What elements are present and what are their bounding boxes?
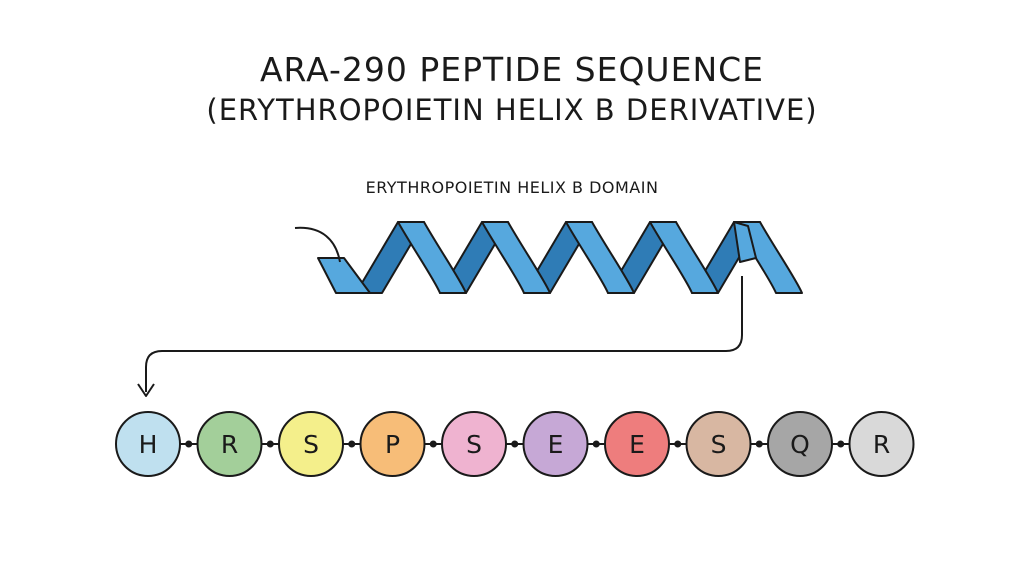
helix-to-sequence-connector bbox=[145, 276, 743, 392]
helix-ribbon bbox=[317, 221, 803, 294]
amino-acid-residue: S bbox=[278, 411, 344, 477]
residue-letter: R bbox=[873, 430, 890, 459]
page-title: ARA-290 PEPTIDE SEQUENCE bbox=[259, 50, 765, 89]
amino-acid-residue: R bbox=[848, 411, 915, 477]
amino-acid-residue: H bbox=[115, 411, 181, 477]
residue-letter: S bbox=[303, 430, 319, 459]
peptide-bond-dot bbox=[348, 440, 356, 448]
amino-acid-residue: R bbox=[196, 411, 263, 477]
residue-letter: E bbox=[629, 430, 645, 459]
residue-circle bbox=[685, 411, 752, 477]
peptide-bond-dot bbox=[592, 440, 600, 448]
helix-front-strand bbox=[649, 221, 719, 294]
residue-circle bbox=[115, 411, 181, 477]
amino-acid-residue: E bbox=[522, 411, 589, 477]
helix-start-cap bbox=[317, 257, 371, 294]
helix-end-cap bbox=[733, 221, 757, 263]
helix-domain-label: ERYTHROPOIETIN HELIX B DOMAIN bbox=[365, 178, 659, 197]
amino-acid-residue: E bbox=[604, 411, 670, 477]
residue-letter: P bbox=[385, 430, 400, 459]
residue-circle bbox=[359, 411, 426, 477]
helix-front-strand bbox=[481, 221, 551, 294]
helix-front-strand bbox=[397, 221, 467, 294]
residue-circle bbox=[767, 411, 833, 477]
residue-letter: H bbox=[139, 430, 158, 459]
residue-letter: Q bbox=[790, 430, 810, 459]
residue-letter: R bbox=[221, 430, 238, 459]
residue-circle bbox=[604, 411, 670, 477]
peptide-bond-dot bbox=[511, 440, 519, 448]
peptide-bond-dot bbox=[674, 440, 682, 448]
amino-acid-residue: Q bbox=[767, 411, 833, 477]
residue-circle bbox=[196, 411, 263, 477]
peptide-bond-dot bbox=[266, 440, 274, 448]
amino-acid-residue: S bbox=[441, 411, 507, 477]
amino-acid-residue: S bbox=[685, 411, 752, 477]
page-subtitle: (ERYTHROPOIETIN HELIX B DERIVATIVE) bbox=[206, 93, 818, 127]
residue-letter: S bbox=[466, 430, 482, 459]
residue-circle bbox=[278, 411, 344, 477]
arrow-down-icon bbox=[137, 383, 155, 397]
residue-circle bbox=[441, 411, 507, 477]
helix-lead-in-connector bbox=[294, 226, 341, 263]
peptide-bond-dot bbox=[837, 440, 845, 448]
residue-letter: E bbox=[548, 430, 564, 459]
residue-letter: S bbox=[711, 430, 727, 459]
peptide-bond-dot bbox=[185, 440, 193, 448]
peptide-bond-dot bbox=[755, 440, 763, 448]
amino-acid-residue: P bbox=[359, 411, 426, 477]
peptide-bond-dot bbox=[429, 440, 437, 448]
residue-circle bbox=[522, 411, 589, 477]
helix-front-strand bbox=[565, 221, 635, 294]
residue-circle bbox=[848, 411, 915, 477]
